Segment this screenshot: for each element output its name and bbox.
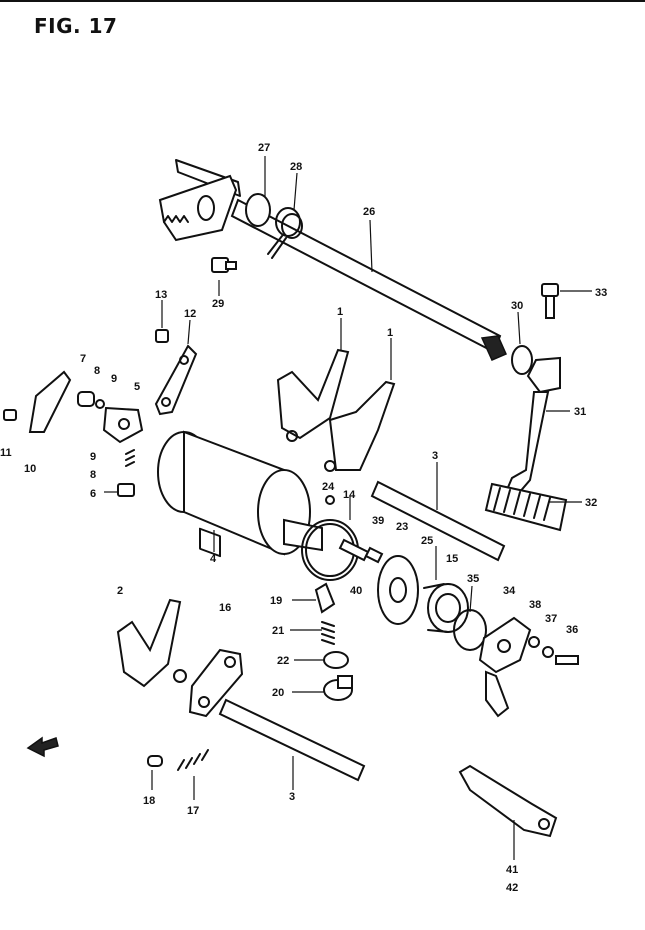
callout-15: 15 — [446, 553, 458, 565]
callout-25: 25 — [421, 535, 433, 547]
callout-9b: 9 — [90, 451, 96, 463]
cam-stopper-plate — [478, 616, 579, 718]
return-spring — [267, 207, 303, 259]
strap-hole — [538, 818, 550, 830]
callout-39: 39 — [372, 515, 384, 527]
stopper-parts — [3, 329, 198, 497]
callout-24: 24 — [322, 481, 335, 493]
shift-arm-strap — [458, 764, 558, 838]
cam-pins — [338, 538, 384, 564]
callout-40: 40 — [350, 585, 362, 597]
callout-2: 2 — [117, 585, 123, 597]
callout-41: 41 — [506, 864, 518, 876]
callout-10: 10 — [24, 463, 36, 475]
callout-22: 22 — [277, 655, 289, 667]
callout-28: 28 — [290, 161, 302, 173]
callout-18: 18 — [143, 795, 155, 807]
figure-title: FIG. 17 — [34, 14, 118, 38]
callout-34: 34 — [503, 585, 516, 597]
shift-forks-lower — [116, 598, 244, 718]
shift-forks-upper — [276, 348, 396, 472]
stopper-bolt — [211, 257, 237, 273]
callout-16: 16 — [219, 602, 231, 614]
callout-20: 20 — [272, 687, 284, 699]
front-arrow-icon — [26, 736, 59, 758]
callout-21: 21 — [272, 625, 284, 637]
callout-32: 32 — [585, 497, 597, 509]
callout-12: 12 — [184, 308, 196, 320]
callout-35: 35 — [467, 573, 479, 585]
bearing-ball — [325, 495, 335, 505]
callout-3a: 3 — [432, 450, 438, 462]
callout-29: 29 — [212, 298, 224, 310]
callout-6: 6 — [90, 488, 96, 500]
stopper-spring-parts — [147, 749, 209, 771]
lever-bolt — [541, 283, 559, 319]
callout-17: 17 — [187, 805, 199, 817]
top-rule — [0, 0, 645, 2]
callout-33: 33 — [595, 287, 607, 299]
callout-36: 36 — [566, 624, 578, 636]
fork-shaft-upper — [370, 480, 506, 562]
callout-11: 11 — [0, 447, 12, 459]
neutral-switch-parts — [314, 582, 353, 701]
callout-30: 30 — [511, 300, 523, 312]
callout-23: 23 — [396, 521, 408, 533]
gearshift-cam — [157, 430, 323, 558]
callout-7: 7 — [80, 353, 86, 365]
callout-4: 4 — [210, 553, 217, 565]
cam-bearing-set — [377, 555, 487, 651]
callout-37: 37 — [545, 613, 557, 625]
callout-9a: 9 — [111, 373, 117, 385]
callout-26: 26 — [363, 206, 375, 218]
callout-19: 19 — [270, 595, 282, 607]
callout-13: 13 — [155, 289, 167, 301]
callout-31: 31 — [574, 406, 586, 418]
callout-27: 27 — [258, 142, 270, 154]
gear-shift-shaft — [158, 159, 507, 361]
leader-lines — [104, 156, 592, 860]
callout-1b: 1 — [387, 327, 393, 339]
callout-14: 14 — [343, 489, 356, 501]
callout-1a: 1 — [337, 306, 343, 318]
callout-8a: 8 — [94, 365, 100, 377]
callout-3b: 3 — [289, 791, 295, 803]
fork-shaft-lower — [218, 698, 366, 782]
callout-38: 38 — [529, 599, 541, 611]
callout-8b: 8 — [90, 469, 96, 481]
callout-42: 42 — [506, 882, 518, 894]
gearshift-lever — [484, 345, 568, 532]
callout-labels: 27 28 26 29 33 13 12 30 1 1 7 8 9 5 31 1… — [0, 142, 607, 894]
callout-5: 5 — [134, 381, 140, 393]
